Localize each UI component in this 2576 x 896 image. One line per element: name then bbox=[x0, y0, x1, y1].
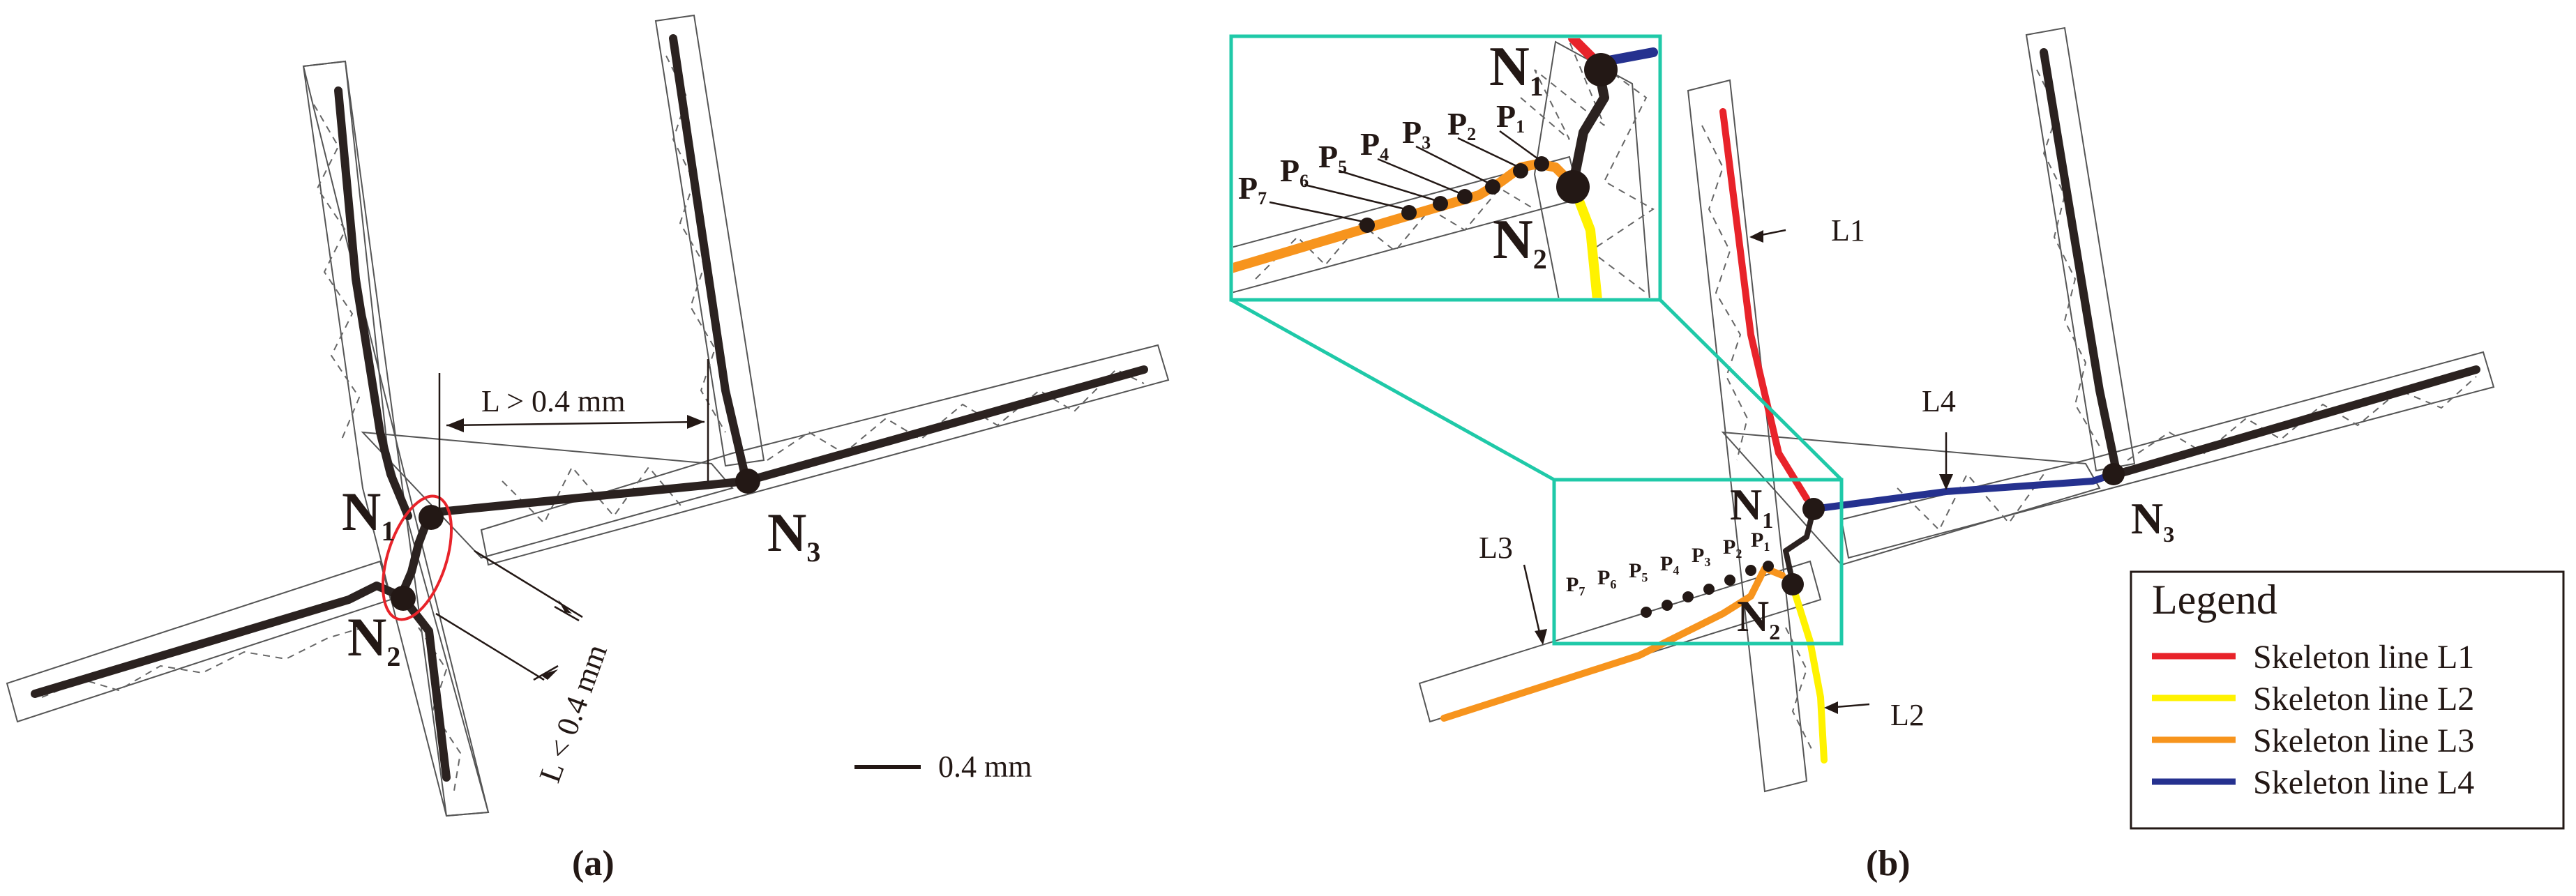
legend-label-l3: Skeleton line L3 bbox=[2253, 722, 2474, 759]
inset-p1: P1 bbox=[1496, 98, 1525, 137]
panel-b-label-l3: L3 bbox=[1479, 531, 1513, 565]
panel-b-label-l1: L1 bbox=[1831, 213, 1865, 248]
panel-b-node-n3-dot bbox=[2102, 463, 2125, 485]
panel-b: N1 N2 N3 P7 P6 P5 P4 P3 P2 P1 L1 L4 L2 L… bbox=[1229, 26, 2495, 883]
legend-label-l4: Skeleton line L4 bbox=[2253, 764, 2474, 801]
inset-label-n1: N1 bbox=[1489, 36, 1544, 102]
panel-b-inset: N1 N2 P7 P6 P5 P4 P3 P2 P1 bbox=[1229, 34, 1662, 302]
inset-p3: P3 bbox=[1402, 114, 1431, 153]
legend-label-l2: Skeleton line L2 bbox=[2253, 681, 2474, 717]
panel-a-junction-ellipse bbox=[381, 494, 453, 621]
panel-b-point-labels: P7 P6 P5 P4 P3 P2 P1 bbox=[1566, 529, 1770, 598]
panel-b-node-n2-dot bbox=[1782, 573, 1804, 595]
panel-a-scale-label: 0.4 mm bbox=[938, 750, 1032, 784]
inset-p5: P5 bbox=[1318, 139, 1347, 177]
panel-b-label-n3: N3 bbox=[2131, 494, 2174, 547]
panel-b-label-l4: L4 bbox=[1922, 384, 1956, 418]
panel-a-label-n1: N1 bbox=[342, 481, 395, 547]
panel-b-p2: P2 bbox=[1723, 536, 1742, 561]
panel-a-label-n2: N2 bbox=[347, 607, 400, 672]
panel-a-dimension-long: L > 0.4 mm bbox=[438, 359, 709, 512]
panel-a-dim-short-label: L < 0.4 mm bbox=[532, 640, 614, 787]
panel-a-node-n3-dot bbox=[735, 469, 760, 494]
legend-item-l3: Skeleton line L3 bbox=[2152, 722, 2474, 759]
panel-b-skeleton-l1 bbox=[1719, 108, 1810, 502]
panel-b-path-points bbox=[1641, 561, 1774, 618]
legend-item-l1: Skeleton line L1 bbox=[2152, 639, 2474, 676]
panel-b-p5: P5 bbox=[1629, 559, 1648, 584]
panel-b-zoom-box bbox=[1552, 478, 1844, 646]
panel-b-mesh bbox=[1418, 26, 2495, 793]
panel-b-p1: P1 bbox=[1751, 529, 1770, 554]
panel-b-skeleton-dark-right bbox=[2040, 48, 2480, 478]
panel-b-p6: P6 bbox=[1597, 566, 1616, 591]
panel-b-line-labels: L1 L4 L2 L3 bbox=[1479, 213, 1956, 732]
panel-a-scale-bar: 0.4 mm bbox=[854, 750, 1032, 784]
panel-b-node-n1-dot bbox=[1802, 498, 1825, 520]
panel-a-caption: (a) bbox=[572, 844, 615, 883]
panel-a-mesh bbox=[6, 14, 1170, 817]
panel-b-skeleton-dark-junction bbox=[1783, 506, 1816, 585]
panel-a: N1 N2 N3 L > 0.4 mm L < 0.4 mm 0.4 mm bbox=[6, 14, 1170, 883]
panel-b-p3: P3 bbox=[1692, 544, 1710, 569]
legend-item-l4: Skeleton line L4 bbox=[2152, 764, 2474, 801]
inset-p6: P6 bbox=[1280, 153, 1309, 191]
panel-a-node-n1-dot bbox=[419, 505, 444, 530]
panel-b-connector-left bbox=[1230, 298, 1556, 482]
panel-b-skeleton-l2 bbox=[1789, 582, 1828, 764]
panel-a-dim-long-label: L > 0.4 mm bbox=[481, 384, 626, 418]
panel-b-caption: (b) bbox=[1866, 844, 1911, 883]
panel-a-label-n3: N3 bbox=[767, 502, 820, 568]
inset-p2: P2 bbox=[1447, 106, 1476, 144]
legend-label-l1: Skeleton line L1 bbox=[2253, 639, 2474, 676]
panel-a-node-n2-dot bbox=[391, 586, 416, 611]
panel-b-connector-right bbox=[1659, 298, 1843, 481]
legend: Legend Skeleton line L1 Skeleton line L2… bbox=[2130, 570, 2565, 830]
panel-b-skeleton-l4 bbox=[1810, 471, 2117, 512]
legend-item-l2: Skeleton line L2 bbox=[2152, 681, 2474, 717]
panel-b-label-n2: N2 bbox=[1737, 591, 1780, 644]
panel-b-label-l2: L2 bbox=[1890, 698, 1925, 732]
panel-b-p7: P7 bbox=[1566, 573, 1585, 598]
inset-label-n2: N2 bbox=[1493, 209, 1547, 275]
panel-b-label-n1: N1 bbox=[1730, 480, 1773, 533]
inset-p4: P4 bbox=[1360, 126, 1389, 165]
panel-b-p4: P4 bbox=[1660, 552, 1679, 577]
legend-title: Legend bbox=[2152, 577, 2277, 623]
inset-p7: P7 bbox=[1238, 170, 1267, 208]
panel-a-dimension-short: L < 0.4 mm bbox=[435, 549, 614, 787]
